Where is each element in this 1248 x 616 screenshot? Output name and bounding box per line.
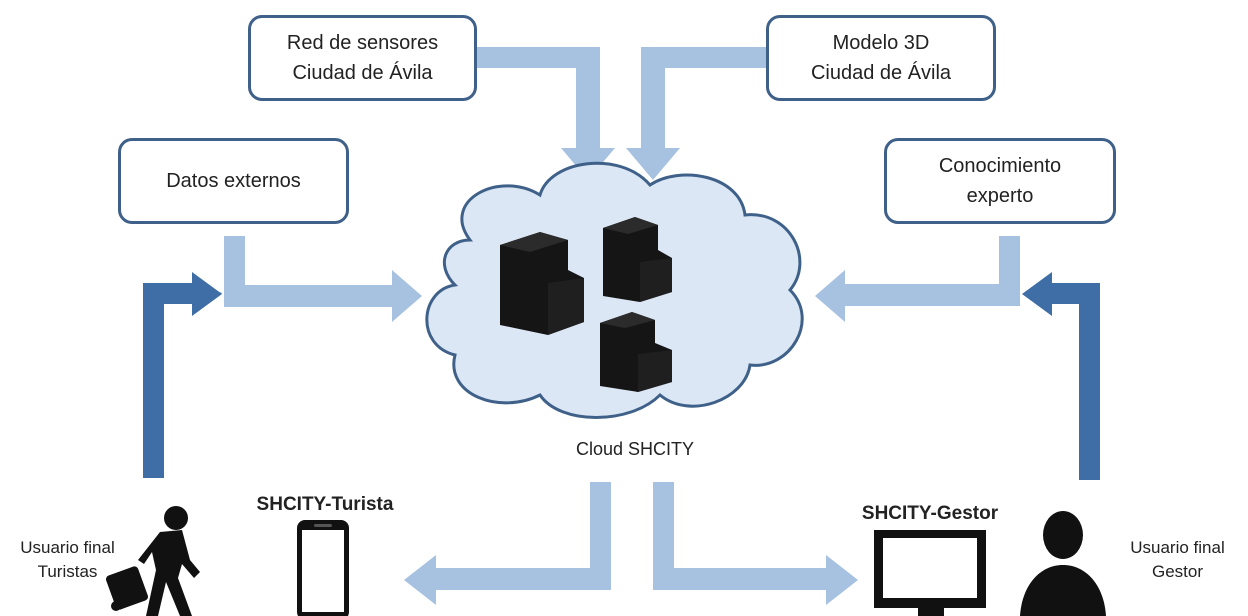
arrow-external-to-cloud bbox=[224, 236, 422, 322]
expert-knowledge-box: Conocimiento experto bbox=[884, 138, 1116, 224]
model-3d-box: Modelo 3D Ciudad de Ávila bbox=[766, 15, 996, 101]
external-data-label: Datos externos bbox=[166, 170, 301, 192]
arrow-model3d-to-cloud bbox=[626, 47, 768, 180]
tourist-app-label: SHCITY-Turista bbox=[256, 494, 394, 515]
manager-app-label: SHCITY-Gestor bbox=[861, 503, 999, 524]
sensor-network-box: Red de sensores Ciudad de Ávila bbox=[248, 15, 477, 101]
tourist-user-line1: Usuario final bbox=[20, 538, 115, 557]
manager-user-label: Usuario final Gestor bbox=[1110, 536, 1245, 584]
tourist-walking-icon bbox=[105, 506, 200, 616]
server-icon bbox=[603, 217, 672, 302]
server-icon bbox=[500, 232, 584, 335]
sensor-network-line2: Ciudad de Ávila bbox=[292, 62, 433, 84]
external-data-box: Datos externos bbox=[118, 138, 349, 224]
arrow-tourist-feedback bbox=[143, 272, 222, 478]
manager-user-line2: Gestor bbox=[1151, 562, 1204, 581]
smartphone-icon bbox=[297, 520, 349, 616]
arrow-cloud-to-manager-app bbox=[653, 482, 858, 605]
monitor-icon bbox=[874, 530, 986, 616]
manager-person-icon bbox=[1020, 511, 1106, 616]
manager-user-line1: Usuario final bbox=[1130, 538, 1225, 557]
arrow-expert-to-cloud bbox=[815, 236, 1020, 322]
sensor-network-line1: Red de sensores bbox=[286, 32, 439, 54]
model-3d-line1: Modelo 3D bbox=[832, 32, 930, 54]
model-3d-line2: Ciudad de Ávila bbox=[810, 62, 952, 84]
arrow-cloud-to-tourist-app bbox=[404, 482, 611, 605]
tourist-user-label: Usuario final Turistas bbox=[0, 536, 135, 584]
cloud-label: Cloud SHCITY bbox=[575, 439, 695, 459]
tourist-user-line2: Turistas bbox=[37, 562, 98, 581]
arrow-sensors-to-cloud bbox=[476, 47, 615, 180]
expert-knowledge-line2: experto bbox=[966, 185, 1034, 207]
expert-knowledge-line1: Conocimiento bbox=[938, 155, 1062, 177]
arrow-manager-feedback bbox=[1022, 272, 1100, 480]
server-icon bbox=[600, 312, 672, 392]
